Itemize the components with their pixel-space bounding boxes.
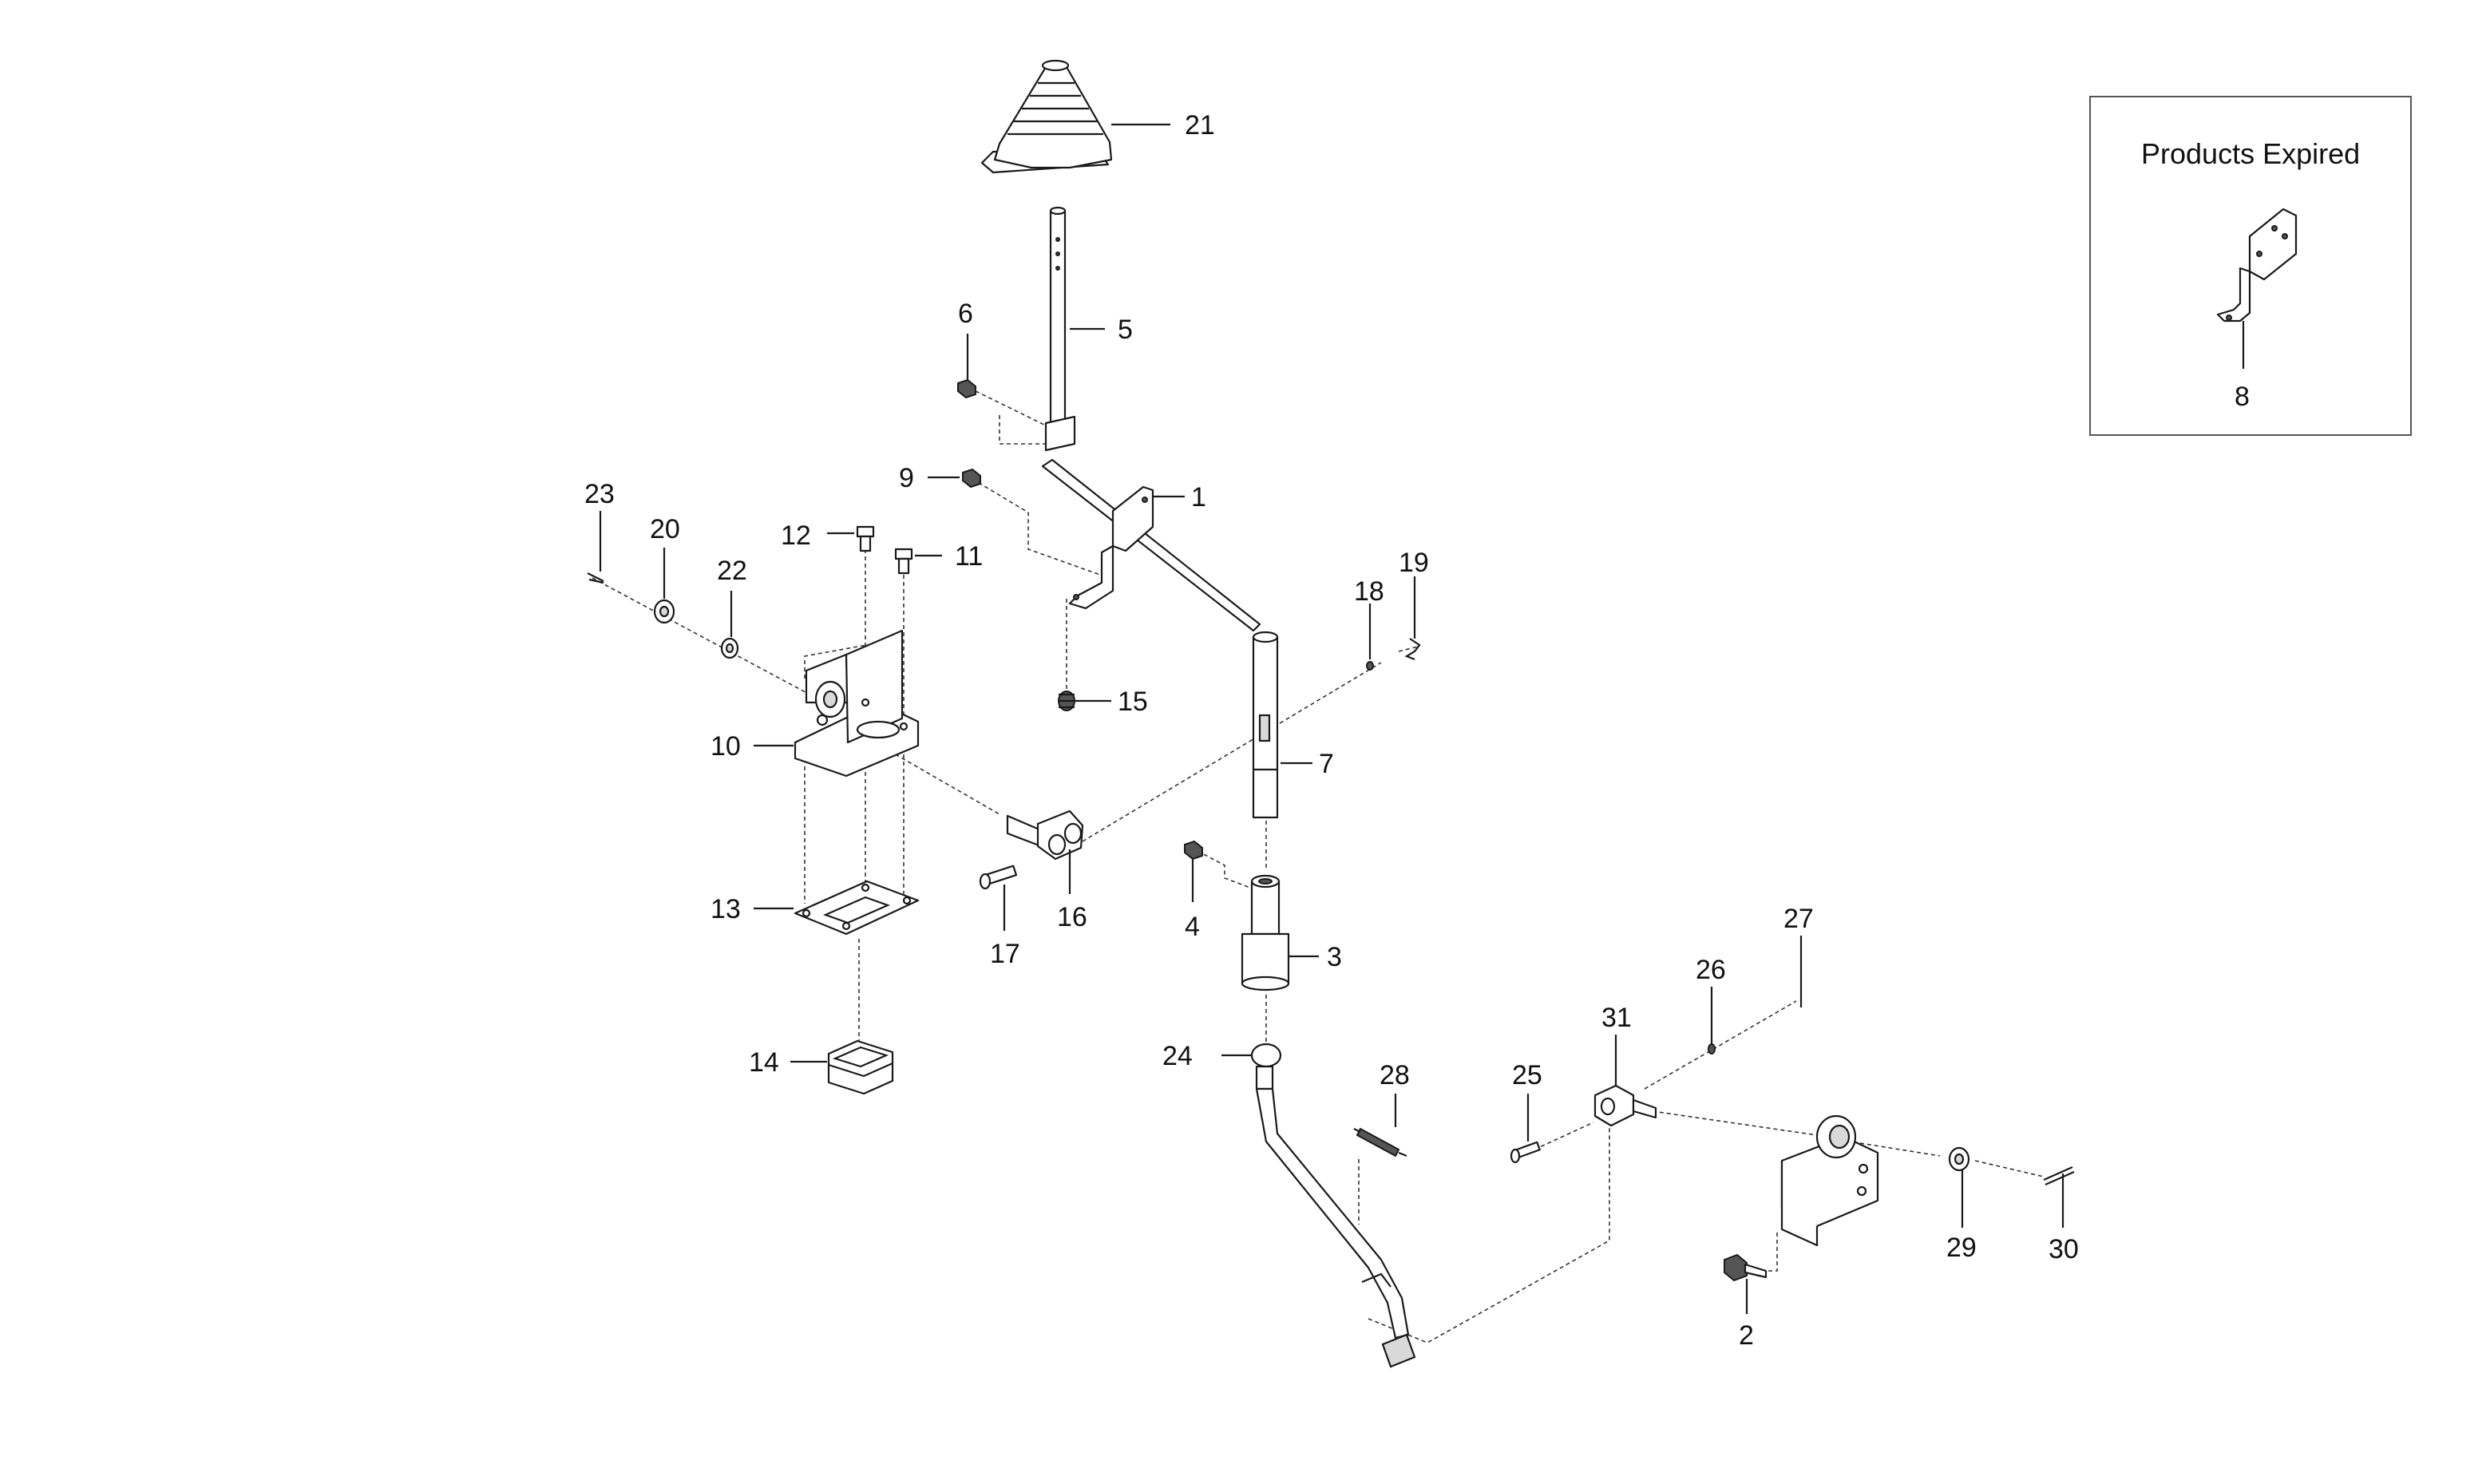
callout-15: 15	[1118, 687, 1148, 717]
callout-31: 31	[1601, 1003, 1632, 1033]
leader-lines	[599, 123, 2064, 1314]
part-9-bolt	[962, 468, 981, 489]
callout-7: 7	[1319, 749, 1334, 779]
part-19-clip	[1404, 638, 1421, 661]
part-8-bracket	[2216, 208, 2298, 323]
callout-4: 4	[1185, 912, 1200, 942]
callout-1: 1	[1191, 482, 1206, 512]
part-16-clevis	[1006, 809, 1084, 861]
part-30-cotter-pin	[2043, 1165, 2075, 1186]
callout-28: 28	[1380, 1060, 1410, 1090]
part-2-bolt	[1724, 1253, 1768, 1282]
part-26-washer	[1708, 1043, 1716, 1055]
callout-13: 13	[711, 894, 741, 924]
callout-24: 24	[1162, 1041, 1193, 1071]
part-22-washer	[720, 637, 739, 659]
part-3-coupler	[1241, 874, 1290, 991]
callout-23: 23	[584, 479, 615, 509]
callout-6: 6	[958, 299, 973, 329]
callout-3: 3	[1327, 942, 1342, 972]
callout-30: 30	[2049, 1234, 2079, 1264]
part-31-lever	[1593, 1084, 1657, 1127]
assembly-lines	[592, 387, 2045, 1344]
part-15-spring	[1058, 691, 1075, 711]
expired-products-inset: Products Expired 8	[2089, 96, 2412, 436]
callout-16: 16	[1057, 902, 1087, 932]
part-11-bolt	[894, 548, 913, 575]
inset-title: Products Expired	[2141, 137, 2360, 170]
part-24-ball-joint-pedal	[1250, 1043, 1416, 1368]
inset-part-number: 8	[2235, 382, 2250, 412]
part-14-grommet	[827, 1039, 894, 1095]
part-7-vertical-rod	[1252, 631, 1279, 819]
part-25-pin	[1510, 1141, 1541, 1164]
callout-22: 22	[717, 556, 747, 586]
callout-17: 17	[990, 939, 1020, 969]
part-13-plate	[794, 880, 920, 936]
part-29-washer	[1948, 1146, 1970, 1172]
part-23-cotter-pin	[587, 572, 604, 584]
part-18-washer	[1366, 661, 1374, 671]
part-12-bolt	[856, 525, 875, 552]
callout-18: 18	[1354, 576, 1384, 607]
part-28-spring	[1353, 1127, 1407, 1158]
pedal-mounting-bracket	[1780, 1114, 1879, 1247]
callout-20: 20	[650, 514, 680, 544]
part-1-shifter-arm	[1041, 458, 1261, 632]
callout-21: 21	[1185, 110, 1215, 140]
callout-26: 26	[1696, 955, 1726, 985]
part-10-mounting-bracket	[794, 629, 920, 778]
callout-25: 25	[1512, 1060, 1542, 1090]
callout-2: 2	[1739, 1320, 1754, 1351]
callout-10: 10	[711, 731, 741, 762]
part-17-pin	[979, 865, 1018, 890]
part-21-shift-boot	[980, 59, 1113, 174]
callout-5: 5	[1118, 315, 1133, 345]
callout-numbers: 1 2 3 4 5 6 7 9 10 11 12 13 14 15 16 17 …	[584, 110, 2079, 1351]
part-20-washer	[653, 599, 675, 624]
callout-11: 11	[955, 541, 983, 572]
callout-9: 9	[899, 463, 914, 493]
callout-12: 12	[781, 520, 811, 551]
callout-19: 19	[1399, 548, 1429, 578]
callout-14: 14	[749, 1047, 779, 1078]
part-6-bolt	[957, 378, 976, 399]
part-4-bolt	[1184, 840, 1203, 861]
part-5-shift-rod	[1044, 206, 1076, 452]
callout-27: 27	[1783, 904, 1814, 934]
callout-29: 29	[1946, 1233, 1977, 1263]
